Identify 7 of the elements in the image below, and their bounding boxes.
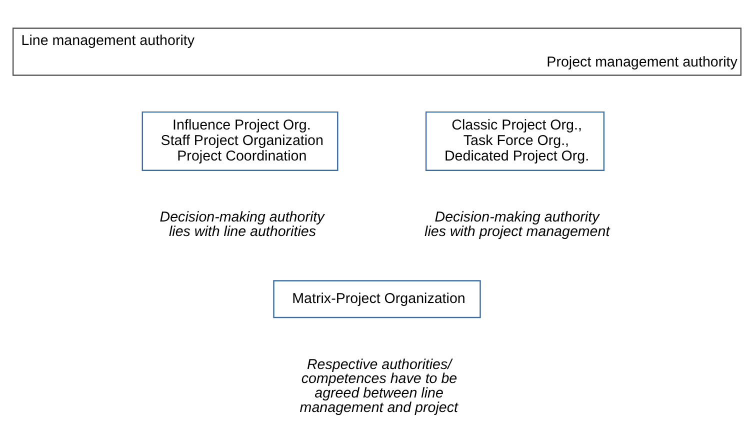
- node-box: Matrix-Project Organization: [272, 280, 480, 318]
- node-box: Classic Project Org., Task Force Org., Dedicated Project Org.: [424, 110, 604, 170]
- node-label: Decision-making authority lies with line authorities: [159, 209, 324, 240]
- node-label: Respective authorities/ competences have to be agreed between line management and project: [299, 356, 458, 416]
- node-label: Decision-making authority lies with project management: [424, 209, 610, 240]
- node-box: Line management authority Project management authority: [12, 27, 742, 76]
- node-box: Influence Project Org. Staff Project Organization Project Coordination: [141, 110, 338, 170]
